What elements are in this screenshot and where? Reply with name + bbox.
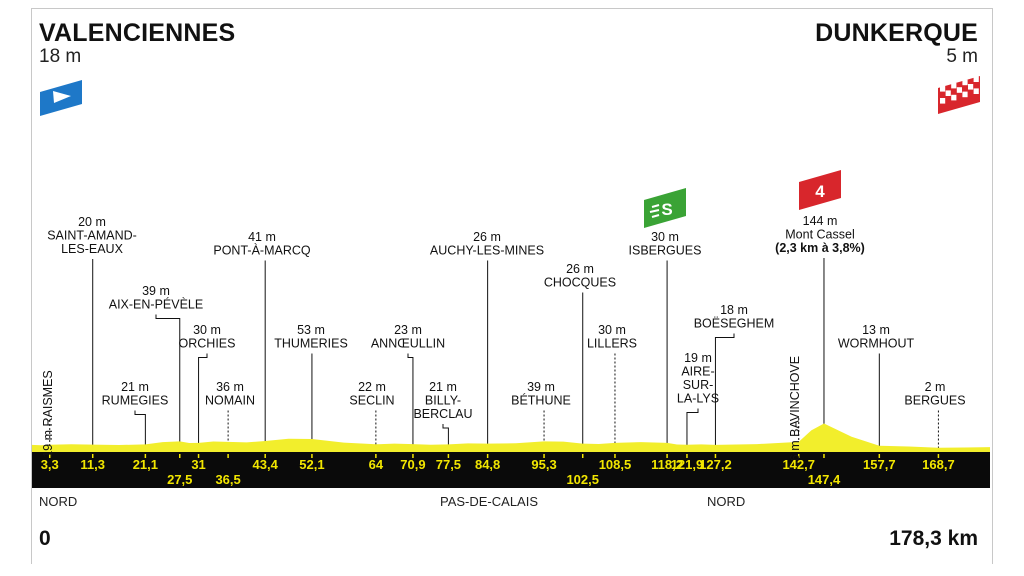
start-altitude: 18 m xyxy=(39,46,82,67)
km-label: 77,5 xyxy=(436,457,461,472)
finish-altitude: 5 m xyxy=(946,46,978,67)
km-label: 147,4 xyxy=(808,472,841,487)
km-label: 127,2 xyxy=(699,457,732,472)
profile-frame xyxy=(31,8,993,564)
km-label: 27,5 xyxy=(167,472,192,487)
waypoint-label: 2 m xyxy=(925,380,946,394)
km-label: 168,7 xyxy=(922,457,955,472)
climb-category-badge-icon: 4 xyxy=(799,170,841,210)
waypoint-label: RUMEGIES xyxy=(102,394,169,408)
waypoint-label: 39 m xyxy=(142,284,170,298)
waypoint-label: (2,3 km à 3,8%) xyxy=(775,241,865,255)
waypoint-label: BOËSEGHEM xyxy=(694,317,775,331)
km-label: 84,8 xyxy=(475,457,500,472)
km-band xyxy=(32,452,990,488)
start-km: 0 xyxy=(39,527,51,550)
km-label: 52,1 xyxy=(299,457,324,472)
region-label-2: PAS-DE-CALAIS xyxy=(440,494,539,509)
waypoint-leaders xyxy=(49,258,939,450)
finish-city: DUNKERQUE xyxy=(815,19,978,47)
waypoint-label: LES-EAUX xyxy=(61,242,123,256)
waypoint-label: 53 m xyxy=(297,323,325,337)
waypoint-label: 18 m xyxy=(720,303,748,317)
waypoint-label: AIX-EN-PÉVÈLE xyxy=(109,297,203,312)
waypoint-label: 21 m xyxy=(429,380,457,394)
km-label: 3,3 xyxy=(41,457,59,472)
km-label: 95,3 xyxy=(531,457,556,472)
waypoint-label: BÉTHUNE xyxy=(511,393,571,408)
km-label: 118,2 xyxy=(651,457,683,472)
waypoint-label: THUMERIES xyxy=(274,337,348,351)
waypoint-label: 22 m xyxy=(358,380,386,394)
waypoint-label: BILLY- xyxy=(425,394,461,408)
waypoint-label: 30 m xyxy=(193,323,221,337)
waypoint-label: 20 m xyxy=(78,215,106,229)
waypoint-label: 26 m xyxy=(566,262,594,276)
elevation-area xyxy=(32,423,990,452)
start-flag-icon xyxy=(40,80,82,116)
waypoint-label: 39 m xyxy=(527,380,555,394)
region-label-1: NORD xyxy=(39,494,78,509)
km-ticks xyxy=(48,454,940,458)
waypoint-label: 30 m xyxy=(598,323,626,337)
waypoint-label: BERGUES xyxy=(904,394,965,408)
km-labels: 3,3 11,3 21,1 27,531 36,5 43,4 52,1 64 70,9 77,5 8… xyxy=(41,457,955,487)
waypoint-label: AIRE- xyxy=(681,365,714,379)
sprint-badge-icon: S xyxy=(644,188,686,228)
waypoint-label: 30 m xyxy=(651,230,679,244)
waypoint-label: 36 m xyxy=(216,380,244,394)
waypoint-label: 19 m RAISMES xyxy=(41,370,55,458)
waypoint-label: WORMHOUT xyxy=(838,337,915,351)
waypoint-label: PONT-À-MARCQ xyxy=(213,243,311,258)
finish-flag-icon xyxy=(938,72,980,114)
km-label: 43,4 xyxy=(253,457,279,472)
km-label: 102,5 xyxy=(566,472,599,487)
waypoint-label: BERCLAU xyxy=(413,407,472,421)
waypoint-label: SUR- xyxy=(683,378,714,392)
waypoint-label: 26 m xyxy=(473,230,501,244)
waypoint-label: NOMAIN xyxy=(205,394,255,408)
waypoint-label: LILLERS xyxy=(587,337,637,351)
km-label: 70,9 xyxy=(400,457,425,472)
waypoint-label: LA-LYS xyxy=(677,392,719,406)
km-label: 108,5 xyxy=(599,457,632,472)
waypoint-label: SECLIN xyxy=(349,394,394,408)
waypoint-label: ISBERGUES xyxy=(629,244,702,258)
svg-text:4: 4 xyxy=(815,182,825,201)
waypoint-label: 23 m xyxy=(394,323,422,337)
waypoint-label: SAINT-AMAND- xyxy=(47,229,137,243)
km-label: 157,7 xyxy=(863,457,896,472)
waypoint-label: 21 m xyxy=(121,380,149,394)
km-label: 36,5 xyxy=(215,472,240,487)
finish-km: 178,3 km xyxy=(889,527,978,550)
waypoint-label: 41 m xyxy=(248,230,276,244)
km-label: 64 xyxy=(369,457,384,472)
km-label: 11,3 xyxy=(80,457,105,472)
km-label: 21,1 xyxy=(133,457,158,472)
km-label: 142,7 xyxy=(782,457,815,472)
waypoint-label: 13 m xyxy=(862,323,890,337)
waypoint-label: AUCHY-LES-MINES xyxy=(430,244,544,258)
waypoint-label: 36 m BAVINCHOVE xyxy=(788,356,802,468)
region-label-3: NORD xyxy=(707,494,746,509)
waypoint-label: ORCHIES xyxy=(179,337,236,351)
waypoint-label: 144 m xyxy=(803,214,838,228)
waypoint-label: Mont Cassel xyxy=(785,228,854,242)
start-city: VALENCIENNES xyxy=(39,19,236,47)
svg-text:S: S xyxy=(661,200,672,219)
waypoint-label: 19 m xyxy=(684,351,712,365)
waypoint-label: ANNŒULLIN xyxy=(371,337,445,351)
km-label: 31 xyxy=(191,457,205,472)
km-label: 121,9 xyxy=(671,457,704,472)
waypoint-label: CHOCQUES xyxy=(544,276,616,290)
